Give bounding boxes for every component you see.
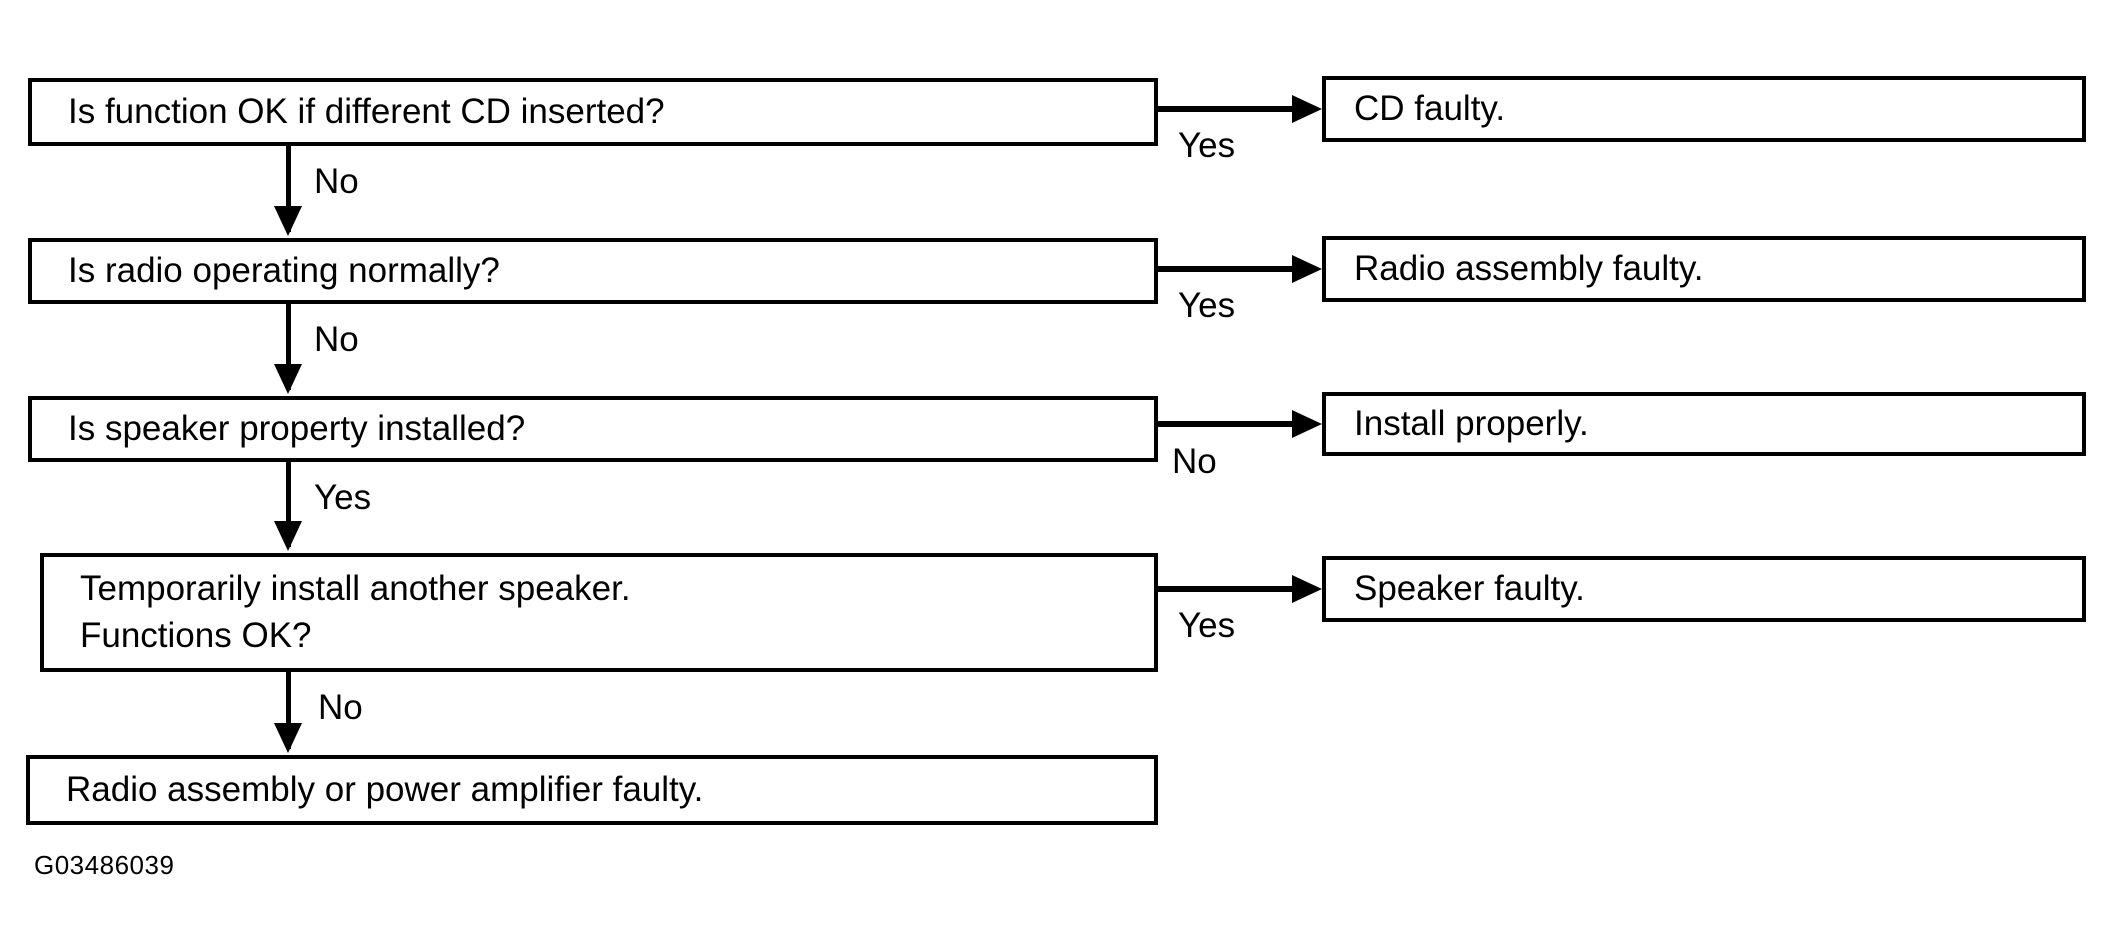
branch-arrowhead-row1: [1292, 95, 1322, 123]
down-label-row4: No: [318, 688, 363, 727]
down-arrowhead-row1: [274, 206, 302, 236]
result-box-radio-or-amplifier-faulty: Radio assembly or power amplifier faulty…: [26, 755, 1158, 825]
branch-label-row3: No: [1172, 442, 1217, 481]
branch-label-row4: Yes: [1178, 606, 1236, 645]
branch-arrowhead-row4: [1292, 575, 1322, 603]
decision-text: Is radio operating normally?: [68, 250, 500, 290]
down-arrowhead-row2: [274, 364, 302, 394]
branch-arrow-row4: [1156, 586, 1296, 592]
branch-arrow-row3: [1156, 421, 1296, 427]
down-label-row1: No: [314, 162, 359, 201]
decision-box-another-speaker: Temporarily install another speaker. Fun…: [40, 553, 1158, 672]
branch-label-row1: Yes: [1178, 126, 1236, 165]
result-box-cd-faulty: CD faulty.: [1322, 76, 2086, 142]
branch-arrowhead-row2: [1292, 255, 1322, 283]
result-text: Install properly.: [1354, 403, 1589, 443]
branch-arrow-row2: [1156, 266, 1296, 272]
result-box-radio-assembly-faulty: Radio assembly faulty.: [1322, 236, 2086, 302]
figure-id: G03486039: [34, 850, 175, 880]
down-connector-row3: [286, 462, 291, 547]
down-arrowhead-row4: [274, 723, 302, 753]
decision-box-different-cd: Is function OK if different CD inserted?: [28, 78, 1158, 146]
branch-arrow-row1: [1156, 106, 1296, 112]
result-text: Radio assembly or power amplifier faulty…: [66, 769, 704, 809]
decision-box-radio-operating: Is radio operating normally?: [28, 238, 1158, 304]
down-connector-row1: [286, 146, 291, 232]
down-label-row2: No: [314, 320, 359, 359]
decision-text: Is function OK if different CD inserted?: [68, 91, 665, 131]
result-text: CD faulty.: [1354, 88, 1506, 128]
branch-label-row2: Yes: [1178, 286, 1236, 325]
branch-arrowhead-row3: [1292, 410, 1322, 438]
decision-text: Temporarily install another speaker. Fun…: [80, 569, 631, 655]
result-text: Radio assembly faulty.: [1354, 248, 1704, 288]
decision-box-speaker-installed: Is speaker property installed?: [28, 396, 1158, 462]
result-text: Speaker faulty.: [1354, 568, 1585, 608]
decision-text: Is speaker property installed?: [68, 408, 526, 448]
down-arrowhead-row3: [274, 521, 302, 551]
down-label-row3: Yes: [314, 478, 372, 517]
down-connector-row2: [286, 304, 291, 390]
result-box-install-properly: Install properly.: [1322, 392, 2086, 456]
down-connector-row4: [286, 672, 291, 749]
result-box-speaker-faulty: Speaker faulty.: [1322, 556, 2086, 622]
